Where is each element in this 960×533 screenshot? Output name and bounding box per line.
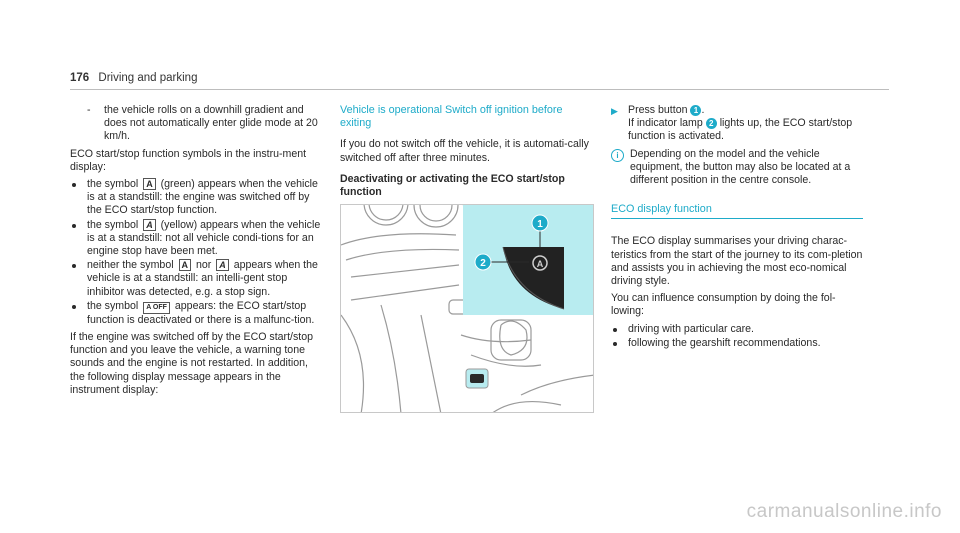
bullet-text: the symbol — [87, 178, 139, 191]
eco-button-figure: A 1 2 — [340, 204, 594, 413]
symbol-list-item: the symbol A OFF appears: the ECO start/… — [70, 300, 325, 327]
step-text: Press button — [628, 104, 688, 116]
bullet-text: neither the symbol — [87, 259, 174, 272]
bullet-text: nor — [195, 259, 212, 272]
eco-display-heading: ECO display function — [611, 203, 712, 216]
eco-not-ready-icon: A — [216, 259, 229, 272]
page-number: 176 — [70, 72, 90, 84]
centre-console-illustration: A 1 2 — [341, 205, 593, 412]
bullet-text: the symbol — [87, 299, 139, 312]
column-middle: Vehicle is operational Switch off igniti… — [340, 104, 595, 209]
dash-marker: - — [87, 104, 91, 116]
symbol-list-item: the symbol A (green) appears when the ve… — [70, 178, 325, 218]
symbols-intro: ECO start/stop function symbols in the i… — [70, 147, 307, 173]
eco-active-icon: A — [178, 259, 192, 272]
callout-1: 1 — [531, 214, 549, 232]
step-text: . — [701, 104, 705, 116]
callout-1-label: 1 — [537, 219, 543, 230]
symbol-list-item: the symbol A (yellow) appears when the v… — [70, 218, 325, 259]
column-left: - the vehicle rolls on a downhill gradie… — [70, 104, 325, 401]
info-icon: i — [611, 148, 624, 162]
eco-off-icon: A OFF — [143, 301, 170, 314]
page-header: 176 Driving and parking — [70, 72, 197, 84]
auto-switch-off-paragraph: If you do not switch off the vehicle, it… — [340, 138, 589, 164]
bullet-text: (yellow) appears when the vehicle is at … — [87, 218, 321, 258]
ref-number-1: 1 — [690, 105, 702, 116]
consumption-paragraph: You can influence consumption by doing t… — [611, 292, 836, 318]
dash-item-text: the vehicle rolls on a downhill gradient… — [104, 104, 318, 143]
step-arrow-icon: ▶ — [611, 106, 618, 116]
header-divider — [70, 89, 889, 90]
consumption-list: driving with particular care. following … — [611, 323, 866, 350]
section-title-header: Driving and parking — [98, 72, 198, 84]
eco-display-paragraph: The ECO display summarises your driving … — [611, 235, 863, 288]
svg-text:A: A — [537, 259, 544, 269]
list-item: driving with particular care. — [611, 323, 866, 336]
symbol-list: the symbol A (green) appears when the ve… — [70, 178, 325, 327]
display-message-heading: Vehicle is operational Switch off igniti… — [340, 104, 563, 130]
bullet-text: the symbol — [87, 218, 139, 231]
bullet-text: appears when the vehicle is at a standst… — [87, 259, 318, 298]
note-text: Depending on the model and the vehicle e… — [630, 147, 851, 187]
eco-active-icon: A — [143, 178, 156, 191]
callout-2: 2 — [474, 253, 492, 271]
step-text: lights up, the ECO start/stop function i… — [628, 117, 853, 143]
watermark: carmanualsonline.info — [746, 501, 942, 522]
step-text: If indicator lamp — [628, 117, 703, 130]
column-right: ▶ Press button 1. If indicator lamp 2 li… — [611, 104, 866, 354]
ref-number-2: 2 — [705, 118, 717, 130]
symbol-list-item: neither the symbol A nor A appears when … — [70, 259, 325, 299]
instruction-step: ▶ Press button 1. If indicator lamp 2 li… — [611, 104, 866, 144]
deactivate-heading: Deactivating or activating the ECO start… — [340, 172, 565, 199]
info-note: i Depending on the model and the vehicle… — [611, 148, 866, 188]
section-divider — [611, 218, 863, 220]
warning-paragraph: If the engine was switched off by the EC… — [70, 331, 313, 396]
eco-button-icon: A — [532, 255, 548, 271]
eco-not-ready-icon: A — [143, 218, 156, 231]
dash-list-item: - the vehicle rolls on a downhill gradie… — [70, 104, 325, 144]
list-item: following the gearshift recommendations. — [611, 337, 866, 350]
bullet-text: appears: the ECO start/stop function is … — [87, 299, 315, 326]
callout-2-label: 2 — [480, 258, 486, 269]
bullet-text: (green) appears when the vehicle is at a… — [87, 178, 318, 217]
